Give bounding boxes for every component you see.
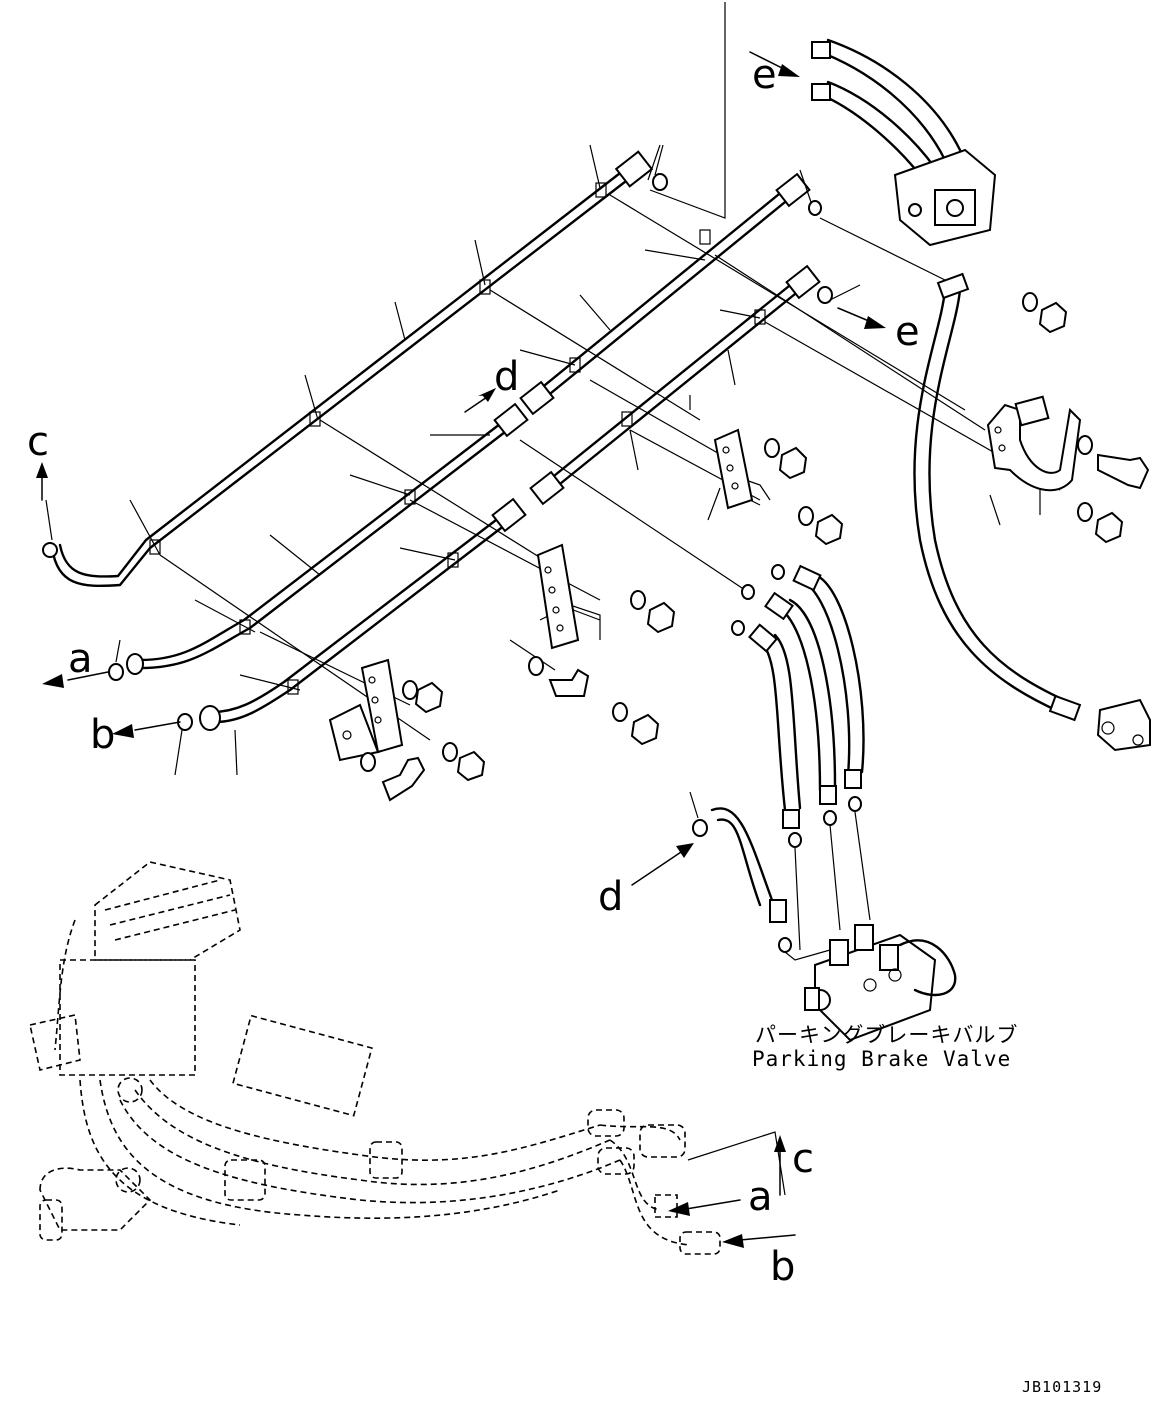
callout-letter-c-left: c	[27, 419, 49, 465]
callout-letter-b-right: b	[770, 1244, 795, 1290]
callout-letter-a-left: a	[68, 636, 93, 682]
callout-letter-a-right: a	[748, 1174, 773, 1220]
bracket-parts	[328, 395, 1082, 762]
valve-label-japanese: パーキングブレーキバルブ	[755, 1023, 1018, 1047]
hoses	[710, 272, 1151, 961]
callout-letter-d-bottom: d	[598, 874, 623, 920]
callout-letter-c-right: c	[792, 1136, 814, 1182]
callout-letter-e-right: e	[895, 309, 920, 355]
callout-letter-b-left: b	[90, 712, 115, 758]
callout-letters: c a b d d e e c a b	[27, 52, 920, 1290]
callout-letter-e-top: e	[752, 52, 777, 98]
drawing-code: JB101319	[1022, 1378, 1102, 1396]
fasteners	[108, 173, 1150, 953]
upper-valve-assembly	[649, 2, 997, 247]
lower-valve-assembly	[29, 861, 721, 1255]
callout-letter-d-top: d	[494, 354, 519, 400]
valve-label-english: Parking Brake Valve	[752, 1047, 1011, 1071]
parking-brake-valve	[804, 924, 957, 1042]
callout-arrows	[36, 51, 886, 1248]
pipe-group-upper	[42, 150, 821, 731]
